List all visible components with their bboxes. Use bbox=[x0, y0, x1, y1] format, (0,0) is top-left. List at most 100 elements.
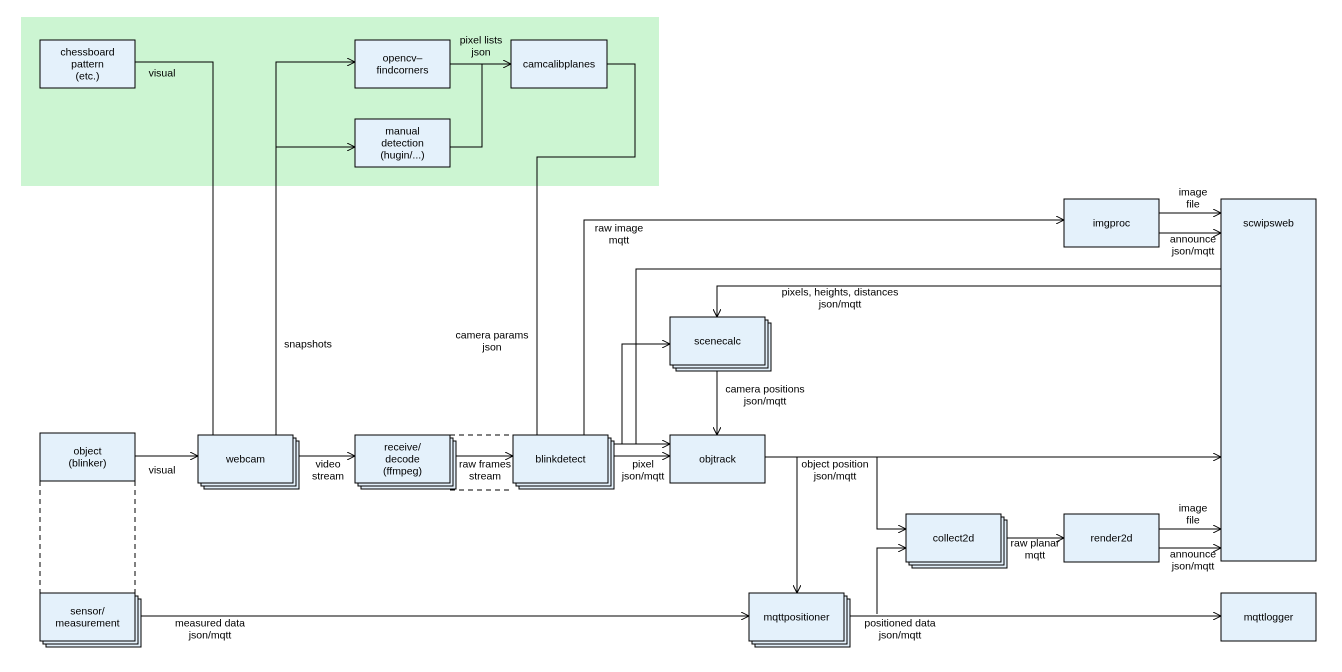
edge-label-camera-params-line-0: camera params bbox=[456, 330, 529, 342]
edge-label-video-stream-line-0: video bbox=[315, 459, 340, 471]
node-objtrack: objtrack bbox=[669, 434, 766, 484]
object-label-line-1: (blinker) bbox=[69, 458, 107, 470]
edge-label-object-position-line-0: object position bbox=[801, 459, 868, 471]
node-imgproc: imgproc bbox=[1063, 198, 1160, 248]
webcam-label: webcam bbox=[225, 454, 265, 466]
object-label: object(blinker) bbox=[69, 446, 107, 470]
findcorners-label-line-1: findcorners bbox=[377, 65, 429, 77]
edge-mqttpositioner-collect2d bbox=[876, 548, 906, 614]
decode-label: receive/decode(ffmpeg) bbox=[383, 442, 422, 478]
blinkdetect-label-line-0: blinkdetect bbox=[535, 454, 585, 466]
render2d-label: render2d bbox=[1090, 533, 1132, 545]
edge-webcam-findcorners bbox=[275, 62, 355, 446]
edge-chessboard-webcam bbox=[135, 61, 214, 446]
node-mqttlogger: mqttlogger bbox=[1220, 592, 1317, 642]
chessboard-label-line-1: pattern bbox=[71, 59, 104, 71]
node-sensor: sensor/measurement bbox=[39, 592, 136, 642]
node-render2d: render2d bbox=[1063, 513, 1160, 563]
edge-camcalib-blinkdetect bbox=[536, 63, 636, 446]
edge-label-image-file-top-line-0: image bbox=[1179, 187, 1208, 199]
edges bbox=[39, 61, 1245, 616]
node-scenecalc: scenecalc bbox=[669, 316, 766, 366]
edge-objtrack-collect2d bbox=[876, 457, 906, 529]
sensor-label: sensor/measurement bbox=[55, 606, 119, 630]
node-scwipsweb: scwipsweb bbox=[1220, 198, 1317, 562]
mqttpositioner-label: mqttpositioner bbox=[764, 612, 830, 624]
edge-label-video-stream-line-1: stream bbox=[312, 471, 344, 483]
chessboard-label-line-2: (etc.) bbox=[76, 71, 100, 83]
edge-scwipsweb-scenecalc bbox=[717, 285, 1245, 317]
edge-label-announce-bottom-line-1: json/mqtt bbox=[1171, 561, 1215, 573]
manual-label-line-0: manual bbox=[385, 126, 419, 138]
edge-label-camera-params-line-1: json bbox=[481, 342, 501, 354]
edge-label-announce-top-line-0: announce bbox=[1170, 234, 1216, 246]
edge-label-pixels-heights-line-0: pixels, heights, distances bbox=[782, 287, 899, 299]
decode-label-line-1: decode bbox=[385, 454, 420, 466]
object-label-line-0: object bbox=[73, 446, 101, 458]
collect2d-label-line-0: collect2d bbox=[933, 533, 975, 545]
findcorners-label: opencv–findcorners bbox=[377, 53, 429, 77]
render2d-label-line-0: render2d bbox=[1090, 533, 1132, 545]
edge-label-raw-image-line-1: mqtt bbox=[609, 235, 630, 247]
node-object: object(blinker) bbox=[39, 432, 136, 482]
webcam-label-line-0: webcam bbox=[225, 454, 265, 466]
findcorners-label-line-0: opencv– bbox=[383, 53, 423, 65]
edge-label-visual-bottom-line-0: visual bbox=[149, 465, 176, 477]
edge-label-visual-top: visual bbox=[149, 68, 176, 80]
edge-label-pixel-line-1: json/mqtt bbox=[621, 471, 665, 483]
edge-label-image-file-bottom-line-1: file bbox=[1186, 515, 1200, 527]
node-camcalibplanes: camcalibplanes bbox=[510, 39, 608, 89]
edge-label-image-file-top-line-1: file bbox=[1186, 199, 1200, 211]
edge-label-announce-top-line-1: json/mqtt bbox=[1171, 246, 1215, 258]
sensor-label-line-1: measurement bbox=[55, 618, 119, 630]
edge-label-raw-image-line-0: raw image bbox=[595, 223, 644, 235]
chessboard-label-line-0: chessboard bbox=[60, 47, 114, 59]
edge-label-raw-planar-line-0: raw planar bbox=[1010, 538, 1060, 550]
edge-blinkdetect-imgproc bbox=[583, 220, 1064, 435]
camcalibplanes-label-line-0: camcalibplanes bbox=[523, 59, 595, 71]
imgproc-label-line-0: imgproc bbox=[1093, 218, 1130, 230]
edge-label-measured-data-line-0: measured data bbox=[175, 618, 245, 630]
edge-label-visual-bottom: visual bbox=[149, 465, 176, 477]
edge-label-measured-data-line-1: json/mqtt bbox=[188, 630, 232, 642]
node-decode: receive/decode(ffmpeg) bbox=[354, 434, 451, 484]
edge-label-pixel-line-0: pixel bbox=[632, 459, 654, 471]
scenecalc-label: scenecalc bbox=[694, 336, 741, 348]
edge-label-object-position-line-1: json/mqtt bbox=[813, 471, 857, 483]
camcalibplanes-label: camcalibplanes bbox=[523, 59, 595, 71]
sensor-label-line-0: sensor/ bbox=[70, 606, 105, 618]
mqttpositioner-label-line-0: mqttpositioner bbox=[764, 612, 830, 624]
decode-label-line-0: receive/ bbox=[384, 442, 421, 454]
node-findcorners: opencv–findcorners bbox=[354, 39, 451, 89]
edge-label-raw-frames-line-1: stream bbox=[469, 471, 501, 483]
manual-label-line-1: detection bbox=[381, 138, 424, 150]
edge-label-camera-positions-line-1: json/mqtt bbox=[743, 396, 787, 408]
edge-label-raw-frames-line-0: raw frames bbox=[459, 459, 511, 471]
edge-label-snapshots-line-0: snapshots bbox=[284, 339, 332, 351]
mqttlogger-label: mqttlogger bbox=[1244, 612, 1294, 624]
manual-label-line-2: (hugin/...) bbox=[380, 150, 424, 162]
edge-label-snapshots: snapshots bbox=[284, 339, 332, 351]
edge-label-pixel-lists-line-0: pixel lists bbox=[460, 35, 503, 47]
decode-label-line-2: (ffmpeg) bbox=[383, 466, 422, 478]
edge-label-pixel-lists-line-1: json bbox=[470, 47, 490, 59]
